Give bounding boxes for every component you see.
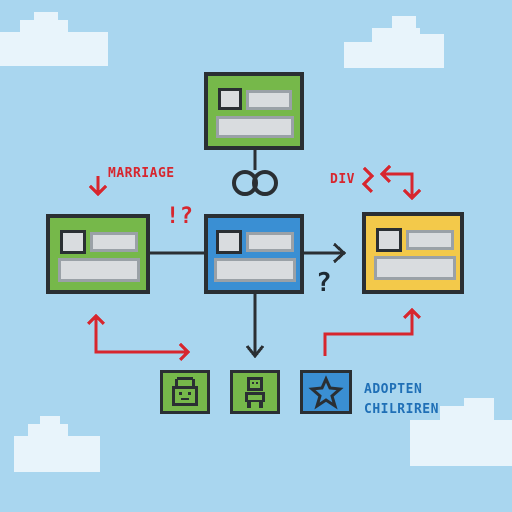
lock-icon	[172, 377, 198, 406]
red-arrows	[86, 164, 422, 362]
cloud-bottom-right	[410, 398, 512, 466]
question-right-label: ?	[316, 268, 333, 298]
card-right-yellow[interactable]	[362, 212, 464, 294]
wedding-rings-icon	[232, 170, 278, 196]
card-top-green[interactable]	[204, 72, 304, 150]
center-right-arrowhead	[332, 242, 347, 264]
star-to-right-arrow	[323, 310, 414, 356]
child-box-person[interactable]	[230, 370, 280, 414]
divorce-label: DIV	[330, 172, 355, 187]
cloud-top-left	[0, 12, 108, 66]
child-box-lock[interactable]	[160, 370, 210, 414]
question-left-label: !?	[166, 204, 194, 229]
star-icon	[308, 375, 344, 410]
adopted-label-line2: CHILRIREN	[364, 402, 439, 417]
div-arrow	[382, 172, 414, 198]
center-down-arrowhead	[245, 345, 265, 359]
person-icon	[245, 377, 265, 408]
card-center-blue[interactable]	[204, 214, 304, 294]
cloud-top-right	[344, 16, 444, 68]
div-zigzag	[361, 166, 375, 194]
adopted-label-line1: ADOPTEN	[364, 382, 423, 397]
card-left-green[interactable]	[46, 214, 150, 294]
cloud-bottom-left	[14, 416, 100, 472]
left-to-lock-arrow	[94, 316, 188, 354]
marriage-label: MARRIAGE	[108, 166, 175, 181]
child-box-star[interactable]	[300, 370, 352, 414]
connection-lines	[150, 150, 347, 359]
